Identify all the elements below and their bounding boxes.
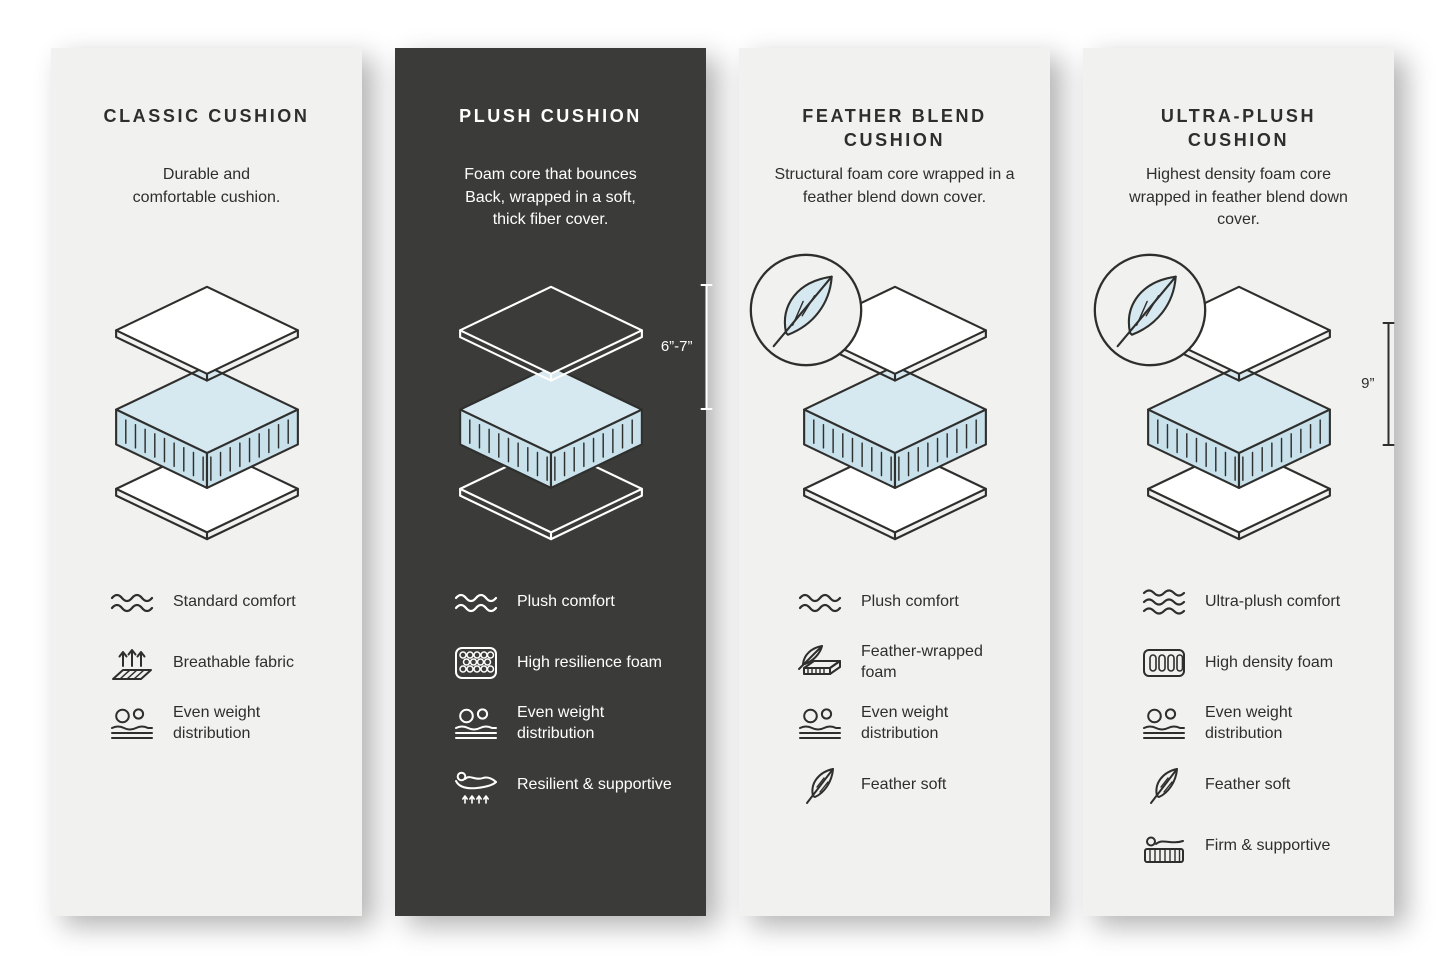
feature-label: Firm & supportive bbox=[1205, 836, 1331, 854]
waves-icon bbox=[107, 584, 157, 620]
feature-label: Even weight distribution bbox=[173, 704, 261, 742]
feature-item: High resilience foam bbox=[451, 641, 682, 685]
high-density-foam-icon bbox=[1139, 646, 1189, 680]
feature-label: Feather soft bbox=[1205, 775, 1291, 793]
feature-list: Standard comfort Breathable fabric Even … bbox=[75, 580, 338, 746]
panel-description: Foam core that bounces Back, wrapped in … bbox=[464, 166, 637, 229]
feature-label: Feather soft bbox=[861, 775, 947, 793]
waves-icon bbox=[795, 584, 845, 620]
feature-item: Breathable fabric bbox=[107, 641, 338, 685]
measurement-indicator: 9” bbox=[1361, 321, 1394, 447]
measurement-label: 6”-7” bbox=[660, 338, 693, 355]
even-weight-icon bbox=[107, 706, 157, 742]
feature-item: High density foam bbox=[1139, 641, 1370, 685]
panel-title: FEATHER BLEND CUSHION bbox=[802, 106, 987, 151]
feature-list: Ultra-plush comfort High density foam Ev… bbox=[1107, 580, 1370, 868]
feature-label: Standard comfort bbox=[173, 592, 296, 610]
even-weight-icon bbox=[451, 706, 501, 742]
breathable-fabric-icon bbox=[107, 643, 157, 683]
diagram-zone bbox=[75, 256, 338, 568]
feather-icon bbox=[795, 765, 845, 805]
waves-icon bbox=[1139, 584, 1189, 620]
measurement-indicator: 6”-7” bbox=[661, 283, 713, 411]
feature-item: Feather soft bbox=[795, 763, 1026, 807]
even-weight-icon bbox=[795, 706, 845, 742]
panel-ultra-plush-cushion: ULTRA-PLUSH CUSHION Highest density foam… bbox=[1083, 48, 1394, 916]
feature-label: Feather-wrapped foam bbox=[861, 643, 983, 681]
measure-line bbox=[700, 283, 712, 410]
feature-label: High density foam bbox=[1205, 653, 1334, 671]
feature-item: Even weight distribution bbox=[107, 702, 338, 746]
resilient-supportive-icon bbox=[451, 765, 501, 805]
diagram-zone bbox=[763, 256, 1026, 568]
cushion-layers-diagram bbox=[91, 281, 323, 544]
firm-supportive-icon bbox=[1139, 826, 1189, 866]
feature-item: Standard comfort bbox=[107, 580, 338, 624]
feather-badge-icon bbox=[747, 251, 865, 369]
feature-label: Ultra-plush comfort bbox=[1205, 592, 1341, 610]
feature-label: Resilient & supportive bbox=[517, 775, 672, 793]
measure-line bbox=[1382, 321, 1394, 446]
feature-item: Plush comfort bbox=[451, 580, 682, 624]
feature-item: Resilient & supportive bbox=[451, 763, 682, 807]
resilience-foam-icon bbox=[451, 645, 501, 681]
feature-label: Even weight distribution bbox=[517, 704, 605, 742]
feature-item: Feather soft bbox=[1139, 763, 1370, 807]
feature-list: Plush comfort Feather-wrapped foam Even … bbox=[763, 580, 1026, 807]
panel-feather-blend-cushion: FEATHER BLEND CUSHION Structural foam co… bbox=[739, 48, 1050, 916]
feature-item: Even weight distribution bbox=[1139, 702, 1370, 746]
feature-item: Ultra-plush comfort bbox=[1139, 580, 1370, 624]
feature-label: Even weight distribution bbox=[1205, 704, 1293, 742]
panel-description: Highest density foam core wrapped in fea… bbox=[1129, 166, 1348, 229]
panel-title: CLASSIC CUSHION bbox=[103, 106, 310, 126]
feature-item: Feather-wrapped foam bbox=[795, 641, 1026, 685]
diagram-zone: 6”-7” bbox=[419, 256, 712, 568]
panel-description: Durable and comfortable cushion. bbox=[132, 166, 281, 206]
feather-badge-icon bbox=[1091, 251, 1209, 369]
waves-icon bbox=[451, 584, 501, 620]
feather-icon bbox=[1139, 765, 1189, 805]
feature-label: High resilience foam bbox=[517, 653, 662, 671]
feature-label: Even weight distribution bbox=[861, 704, 949, 742]
panel-title: PLUSH CUSHION bbox=[459, 106, 642, 126]
diagram-zone: 9” bbox=[1107, 256, 1394, 568]
panel-title: ULTRA-PLUSH CUSHION bbox=[1160, 106, 1317, 151]
feature-item: Even weight distribution bbox=[451, 702, 682, 746]
feature-item: Firm & supportive bbox=[1139, 824, 1370, 868]
panel-description: Structural foam core wrapped in a feathe… bbox=[774, 166, 1015, 206]
cushion-layers-diagram bbox=[435, 281, 667, 544]
feature-item: Plush comfort bbox=[795, 580, 1026, 624]
panel-plush-cushion: PLUSH CUSHION Foam core that bounces Bac… bbox=[395, 48, 712, 916]
feather-wrapped-foam-icon bbox=[795, 643, 845, 683]
feature-item: Even weight distribution bbox=[795, 702, 1026, 746]
feature-label: Plush comfort bbox=[517, 592, 615, 610]
feature-label: Breathable fabric bbox=[173, 653, 294, 671]
measurement-label: 9” bbox=[1361, 375, 1375, 392]
feature-list: Plush comfort High resilience foam Even … bbox=[419, 580, 682, 807]
even-weight-icon bbox=[1139, 706, 1189, 742]
panel-classic-cushion: CLASSIC CUSHION Durable and comfortable … bbox=[51, 48, 362, 916]
feature-label: Plush comfort bbox=[861, 592, 959, 610]
